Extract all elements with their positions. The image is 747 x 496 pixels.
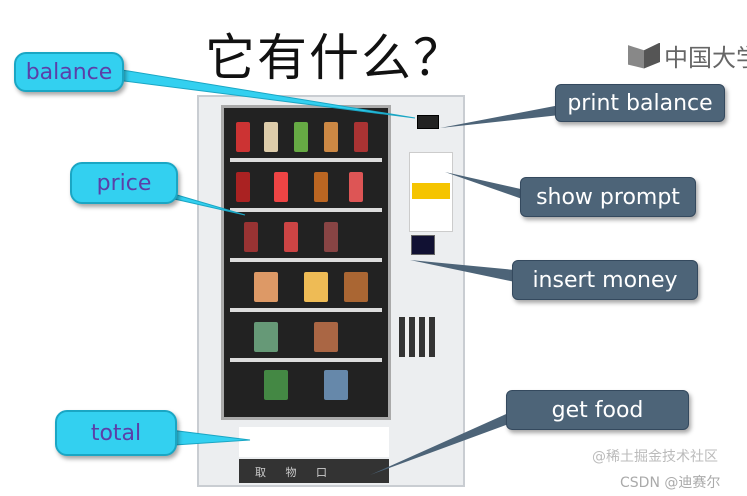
print-balance-pointer xyxy=(440,105,560,128)
callout-get-food: get food xyxy=(506,390,689,430)
total-pointer xyxy=(169,429,251,446)
prompt-sticker xyxy=(409,152,453,232)
callout-total: total xyxy=(55,410,177,456)
watermark: @稀土掘金技术社区 xyxy=(592,449,718,465)
get-food-pointer xyxy=(370,410,525,475)
keypad xyxy=(399,317,435,357)
logo-text: 中国大学 xyxy=(664,44,747,72)
show-prompt-pointer xyxy=(445,172,525,200)
total-area xyxy=(239,427,389,457)
callout-show-prompt: show prompt xyxy=(520,177,696,217)
watermark-secondary: CSDN @迪赛尔 xyxy=(620,475,721,491)
dispenser: 取 物 口 xyxy=(239,459,389,483)
slide-title: 它有什么？ xyxy=(205,29,465,87)
insert-money-pointer xyxy=(410,260,515,282)
vending-machine-photo: 取 物 口 xyxy=(197,95,465,487)
balance-display xyxy=(417,115,439,129)
callout-price: price xyxy=(70,162,178,204)
callout-balance: balance xyxy=(14,52,124,92)
balance-pointer xyxy=(98,67,416,119)
university-logo: 中国大学 xyxy=(628,38,747,73)
product-window xyxy=(221,105,391,420)
callout-print-balance: print balance xyxy=(555,84,725,122)
callout-insert-money: insert money xyxy=(512,260,698,300)
money-slot xyxy=(411,235,435,255)
